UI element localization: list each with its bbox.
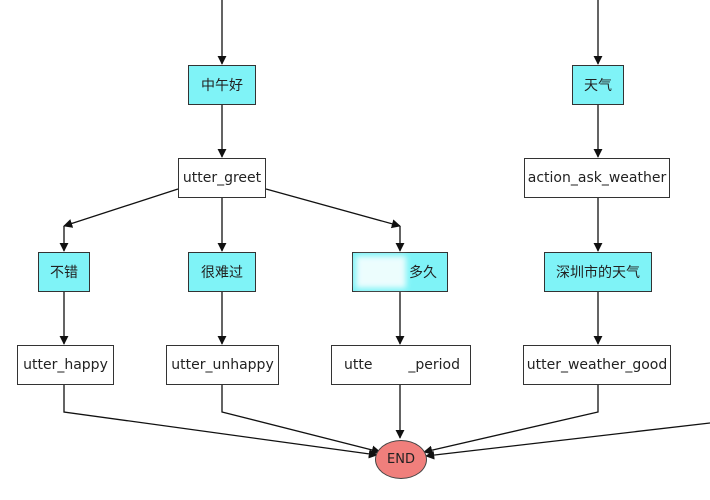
redaction-blur xyxy=(356,256,406,288)
edge-greet-to-not-bad xyxy=(63,188,179,228)
intent-node-good-afternoon: 中午好 xyxy=(188,65,256,105)
action-node-utter-unhappy: utter_unhappy xyxy=(166,345,279,385)
end-node: END xyxy=(375,440,427,479)
action-node-utter-happy: utter_happy xyxy=(17,345,114,385)
action-node-utter-period: utte _period xyxy=(331,345,471,385)
intent-node-weather: 天气 xyxy=(572,65,624,105)
edge-greet-to-how-long xyxy=(265,188,401,229)
edge-unhappy-to-end xyxy=(221,385,381,455)
edge-weather-good-to-end xyxy=(423,385,599,455)
edge-offscreen-to-end xyxy=(425,422,710,460)
intent-node-hard: 很难过 xyxy=(188,252,256,292)
utter-period-right-label: _period xyxy=(408,357,460,373)
action-node-utter-greet: utter_greet xyxy=(178,158,266,198)
intent-node-shenzhen-weather: 深圳市的天气 xyxy=(544,252,652,292)
intent-node-how-long-label: 多久 xyxy=(409,265,437,281)
edge-happy-to-end xyxy=(63,385,378,459)
utter-period-left-label: utte xyxy=(344,357,373,373)
action-node-ask-weather: action_ask_weather xyxy=(524,158,670,198)
intent-node-not-bad: 不错 xyxy=(38,252,90,292)
action-node-utter-weather-good: utter_weather_good xyxy=(523,345,671,385)
